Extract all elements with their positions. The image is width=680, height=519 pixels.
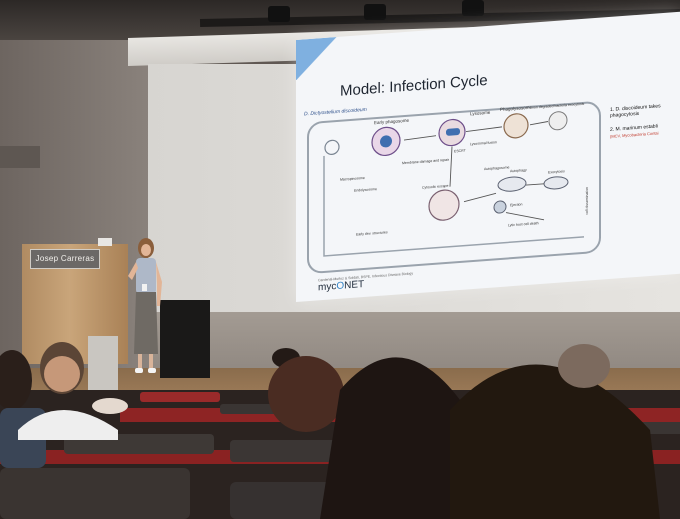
label-endolysosome: Endolysosome — [354, 187, 377, 193]
bacterium — [380, 135, 392, 148]
presenter-face — [141, 244, 151, 256]
label-early-phagosome: Early phagosome — [374, 118, 409, 126]
stage-light — [462, 0, 484, 16]
audience-head — [0, 350, 32, 410]
label-ejection: Ejection — [510, 202, 522, 207]
cell-outline — [307, 101, 601, 274]
cytosolic-escape-shape — [428, 189, 460, 221]
label-lysosome: Lysosome — [470, 110, 491, 117]
seat-row-red — [140, 392, 220, 402]
presenter-arm — [128, 262, 138, 280]
label-escrt: ESCRT — [454, 148, 467, 153]
audience-shoulder — [92, 398, 128, 414]
label-early-dev: Early dev. structures — [356, 230, 388, 236]
presenter-leg — [149, 354, 153, 370]
presenter-badge — [142, 284, 147, 291]
audience-seating — [0, 342, 680, 519]
label-exocytosis: Exocytosis — [548, 169, 565, 174]
stage-light — [364, 4, 386, 20]
exocytosis-vesicle — [548, 111, 568, 131]
membrane-path — [323, 155, 584, 257]
presenter-arm — [156, 262, 162, 306]
podium-side-panel — [88, 336, 118, 396]
logo-prefix: myc — [318, 281, 337, 294]
presenter-shoe — [135, 368, 143, 373]
audience-face — [44, 356, 80, 392]
ejectosome-shape — [493, 200, 507, 214]
podium-label: Josep Carreras — [35, 254, 95, 263]
pathway-arrows — [403, 121, 549, 221]
label-lytic-host: Lytic host cell death — [508, 221, 539, 227]
presenter-shoe — [148, 368, 156, 373]
slide-corner-decoration — [296, 35, 356, 80]
stage-speaker-box — [160, 300, 210, 378]
presenter-leg — [138, 354, 142, 370]
projected-slide: Model: Infection Cycle D. Dictyostelium … — [296, 11, 680, 302]
seat-back — [0, 468, 190, 519]
audience-head — [558, 344, 610, 388]
logo-o: O — [336, 280, 345, 293]
podium-nameplate — [30, 249, 100, 269]
audience-shirt — [18, 410, 118, 440]
stage-light — [268, 6, 290, 22]
autophagosome-shape — [497, 176, 527, 192]
audience-head — [268, 356, 344, 432]
label-dissemination: cell dissemination — [585, 187, 589, 215]
phagolysosome-shape — [503, 113, 529, 139]
label-non-degraded: non degraded bacteria exocytosis — [532, 102, 585, 110]
slide-note-1: 1. D. discoideum takes phagocytosis — [610, 103, 661, 119]
audience-head — [320, 357, 470, 519]
label-lysosomal-fusion: Lysosomal fusion — [470, 140, 497, 146]
audience-head — [450, 364, 660, 519]
label-membrane-damage: Membrane damage and repair — [402, 158, 450, 166]
presenter-top — [136, 258, 156, 294]
presenter-skirt — [134, 292, 158, 354]
presenter — [128, 238, 162, 373]
bacterium-entry — [324, 139, 340, 155]
bacterium — [446, 128, 460, 136]
wall-panel — [0, 146, 40, 168]
podium-lamp — [98, 238, 112, 246]
myconet-logo: mycONET — [318, 279, 364, 293]
infection-cycle-diagram: Early phagosome Lysosome Phagolysosome n… — [307, 101, 601, 274]
seat-back — [230, 440, 350, 462]
logo-suffix: NET — [344, 278, 365, 292]
label-autophagy: Autophagy — [510, 168, 527, 173]
label-autophagosome: Autophagosome — [484, 165, 510, 171]
slide-title: Model: Infection Cycle — [340, 71, 488, 100]
exocytosis-shape — [543, 176, 569, 190]
label-phagolysosome: Phagolysosome — [500, 105, 532, 112]
label-macropinosome: Macropinosome — [340, 176, 365, 182]
label-cytosolic-escape: Cytosolic escape — [422, 184, 448, 190]
